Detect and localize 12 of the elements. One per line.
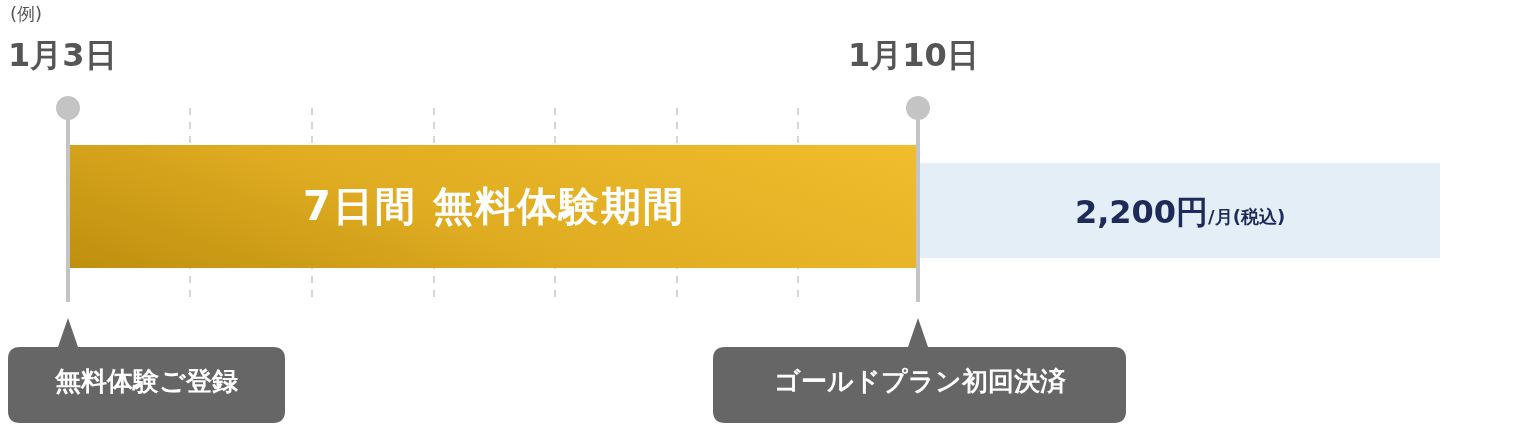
date-label: 1月10日 (848, 35, 979, 76)
trial-period-bar (70, 145, 918, 268)
example-note: (例) (10, 2, 43, 26)
callout-bubble (713, 318, 1126, 423)
price-unit: /月(税込) (1208, 206, 1286, 227)
date-label: 1月3日 (8, 35, 117, 76)
price-amount: 2,200円 (1074, 192, 1209, 233)
callout-text: ゴールドプラン初回決済 (773, 365, 1066, 398)
price-panel (920, 163, 1440, 258)
callout-bubble (8, 318, 285, 423)
callout-text: 無料体験ご登録 (55, 365, 238, 398)
bar-label: 7日間 無料体験期間 (303, 182, 685, 231)
